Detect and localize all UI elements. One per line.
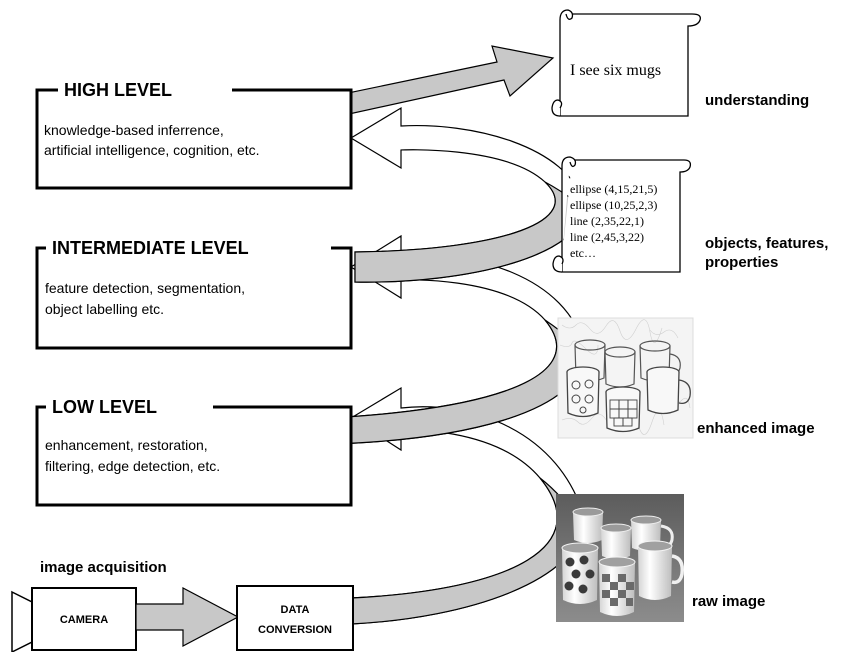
label-objects-line1: objects, features, [705, 235, 828, 252]
label-objects-line2: properties [705, 254, 778, 271]
high-level-title: HIGH LEVEL [64, 80, 172, 100]
label-raw-image: raw image [692, 593, 765, 610]
low-level-box: LOW LEVEL enhancement, restoration, filt… [35, 397, 353, 507]
image-acquisition-label: image acquisition [40, 559, 167, 576]
label-enhanced-image: enhanced image [697, 420, 815, 437]
feature-line-3: line (2,35,22,1) [570, 214, 644, 228]
understanding-scroll: I see six mugs [551, 9, 701, 117]
features-scroll: ellipse (4,15,21,5) ellipse (10,25,2,3) … [552, 156, 692, 273]
intermediate-level-line2: object labelling etc. [45, 301, 164, 317]
feature-line-4: line (2,45,3,22) [570, 230, 644, 244]
low-level-title: LOW LEVEL [52, 397, 157, 417]
curved-arrow-acquisition-shade [350, 477, 586, 625]
enhanced-image [557, 317, 694, 439]
camera-to-conversion-arrow [135, 587, 240, 647]
camera-label: CAMERA [60, 614, 108, 626]
feature-line-5: etc… [570, 246, 596, 260]
intermediate-level-box: INTERMEDIATE LEVEL feature detection, se… [35, 238, 353, 350]
intermediate-level-title: INTERMEDIATE LEVEL [52, 238, 249, 258]
scroll-understanding-text: I see six mugs [570, 62, 661, 79]
camera-lens-icon [11, 590, 33, 652]
low-level-line1: enhancement, restoration, [45, 437, 208, 453]
raw-image [556, 494, 685, 622]
data-conversion-box [236, 585, 354, 651]
feature-line-2: ellipse (10,25,2,3) [570, 198, 657, 212]
high-level-box: HIGH LEVEL knowledge-based inferrence, a… [35, 80, 353, 190]
low-level-line2: filtering, edge detection, etc. [45, 458, 220, 474]
data-conversion-line2: CONVERSION [258, 624, 332, 636]
data-conversion-line1: DATA [281, 604, 310, 616]
label-understanding: understanding [705, 92, 809, 109]
intermediate-level-line1: feature detection, segmentation, [45, 280, 245, 296]
curved-arrow-intermediate-shade [354, 181, 586, 283]
feature-line-1: ellipse (4,15,21,5) [570, 182, 657, 196]
high-level-line1: knowledge-based inferrence, [44, 122, 224, 138]
camera-box [31, 587, 137, 651]
high-level-line2: artificial intelligence, cognition, etc. [44, 142, 260, 158]
